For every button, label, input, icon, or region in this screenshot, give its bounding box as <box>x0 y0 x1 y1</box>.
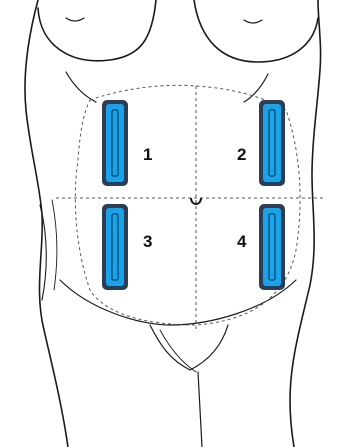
pad-surface <box>106 104 124 182</box>
zone-label-2: 2 <box>237 145 246 164</box>
pad-zone-3 <box>102 204 128 290</box>
pad-zone-2 <box>259 100 285 186</box>
right-breast <box>194 0 318 62</box>
pad-surface <box>263 104 281 182</box>
pad-zone-1 <box>102 100 128 186</box>
injection-pads <box>102 100 285 290</box>
zone-label-4: 4 <box>237 232 247 251</box>
pad-surface <box>106 208 124 286</box>
zone-label-1: 1 <box>143 145 152 164</box>
zone-label-3: 3 <box>143 232 152 251</box>
abdomen-guides <box>56 85 326 330</box>
left-breast <box>38 0 156 61</box>
pad-surface <box>263 208 281 286</box>
left-body-contour <box>25 0 68 447</box>
right-body-contour <box>290 0 321 447</box>
pad-zone-4 <box>259 204 285 290</box>
